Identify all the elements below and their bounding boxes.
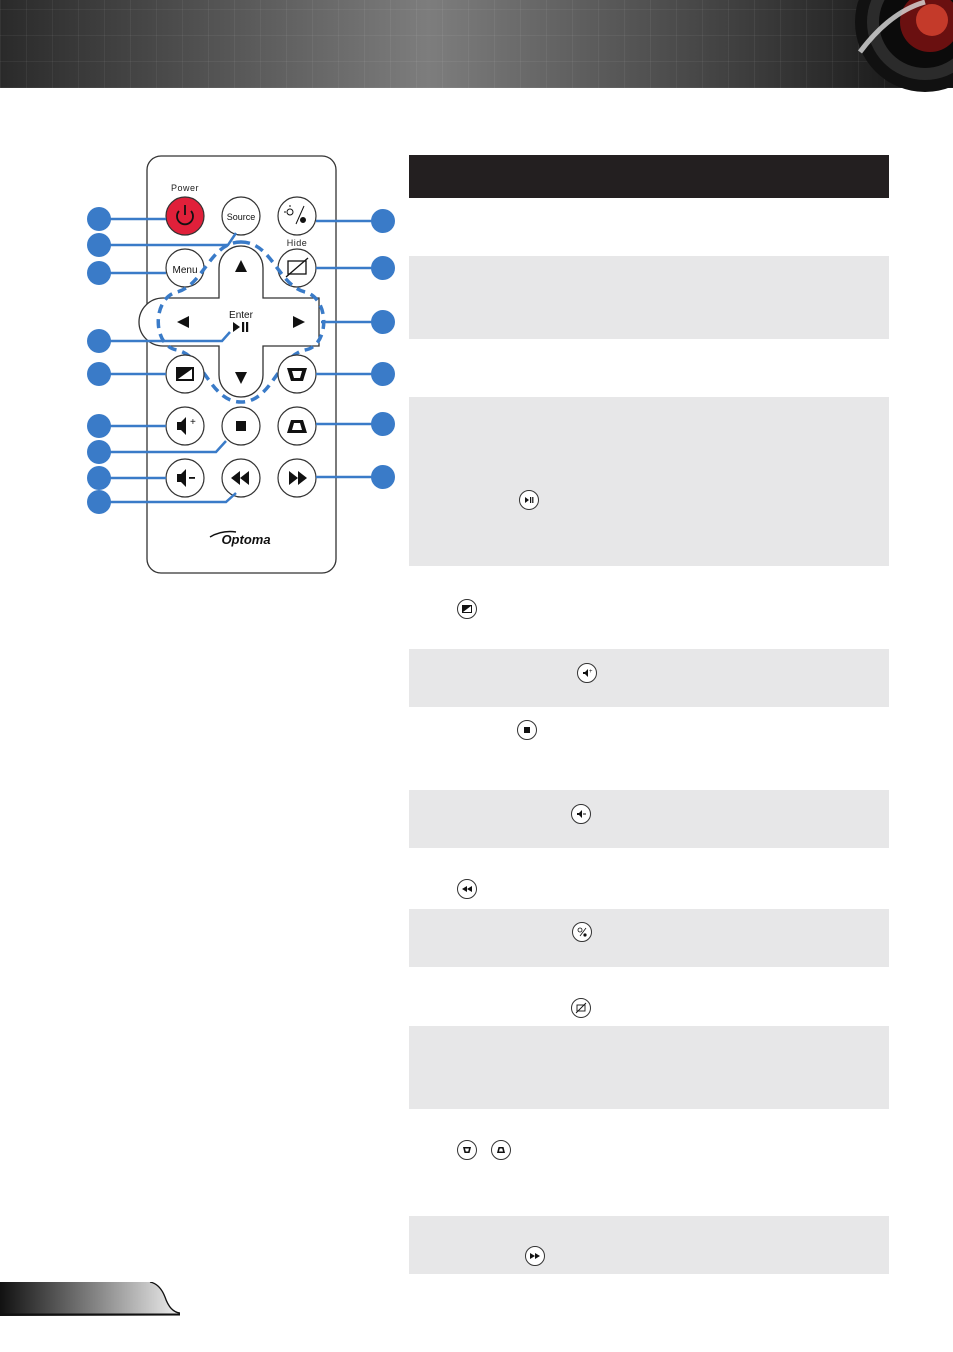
callout-marker [87,440,111,464]
table-row [409,909,889,967]
callout-marker [87,261,111,285]
table-row [409,649,889,707]
left-arrow-icon [177,316,189,328]
fast-forward-icon [289,471,307,485]
volume-up-icon: + [177,417,196,435]
fast-forward-icon [525,1246,545,1266]
play-pause-icon [519,490,539,510]
callout-marker [371,310,395,334]
brightness-icon [457,599,477,619]
callout-marker [87,414,111,438]
fast-forward-button[interactable] [277,458,317,498]
callout-marker [87,362,111,386]
callout-marker [87,466,111,490]
brightness-icon [176,367,194,381]
power-label: Power [171,183,199,193]
menu-label: Menu [172,265,197,276]
hide-button[interactable] [277,248,317,288]
source-button[interactable]: Source [221,196,261,236]
up-arrow-icon [235,260,247,272]
brand-swoosh [209,530,237,538]
keystone-down-button[interactable] [277,406,317,446]
keystone-up-button[interactable] [277,354,317,394]
hide-icon [285,257,309,278]
source-label: Source [227,212,256,222]
volume-down-button[interactable] [165,458,205,498]
callout-marker [87,490,111,514]
keystone-down-icon [491,1140,511,1160]
volume-down-icon [571,804,591,824]
callout-marker [371,209,395,233]
brightness-mode-icon [572,922,592,942]
down-arrow-icon [235,372,247,384]
table-row [409,1026,889,1109]
enter-label: Enter [229,310,254,321]
callout-marker [87,207,111,231]
callout-marker [87,329,111,353]
brightness-button[interactable] [165,354,205,394]
callout-marker [371,256,395,280]
table-row [409,1216,889,1274]
svg-text:+: + [190,417,196,428]
power-icon [176,210,194,226]
table-row [409,397,889,566]
brightness-mode-icon [284,205,306,225]
hide-label: Hide [287,238,308,248]
rewind-icon [457,879,477,899]
play-pause-icon [233,322,249,332]
menu-button[interactable]: Menu [165,248,205,288]
stop-icon [236,421,246,431]
brand-logo: Optoma [221,532,270,547]
table-header [409,155,889,198]
rewind-button[interactable] [221,458,261,498]
rewind-icon [231,471,249,485]
lens-graphic [855,0,953,92]
hide-icon [571,998,591,1018]
callout-marker [87,233,111,257]
power-button[interactable] [165,196,205,236]
d-pad-highlight [156,240,326,404]
table-row [409,256,889,339]
right-arrow-icon [293,316,305,328]
brightness-mode-button[interactable] [277,196,317,236]
callout-marker [371,465,395,489]
volume-down-icon [177,469,195,487]
table-row [409,790,889,848]
d-pad [138,245,320,398]
callout-marker [371,412,395,436]
footer-page-tab [0,1282,180,1316]
remote-control-diagram: Power Source Hide Menu [87,155,395,574]
keystone-up-icon [457,1140,477,1160]
stop-button[interactable] [221,406,261,446]
stop-icon [517,720,537,740]
callout-marker [371,362,395,386]
svg-text:+: + [589,669,593,675]
page-header-banner [0,0,953,92]
callout-markers [87,207,395,514]
volume-up-icon: + [577,663,597,683]
volume-up-button[interactable]: + [165,406,205,446]
